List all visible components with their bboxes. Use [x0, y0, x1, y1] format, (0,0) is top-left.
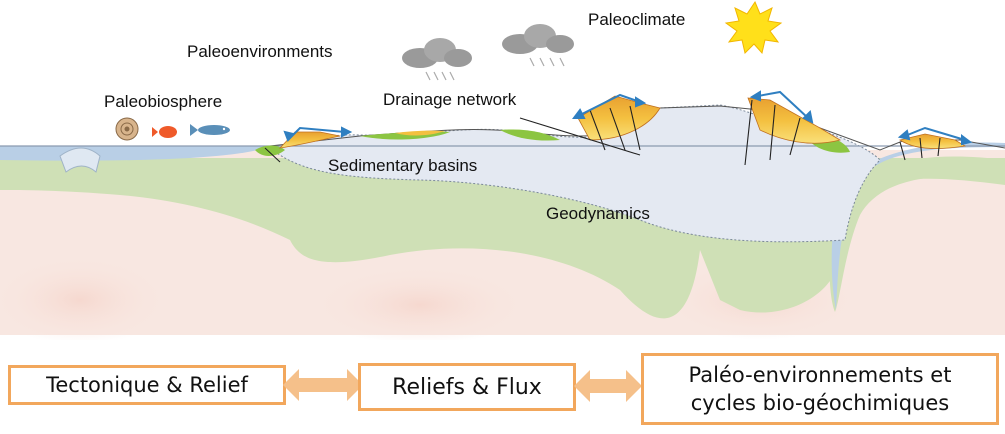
- sediment-fan: [395, 130, 445, 136]
- relief-left: [278, 131, 341, 149]
- relief-right: [747, 97, 842, 144]
- box-paleo-line-1: Paléo-environnements et: [688, 362, 952, 387]
- box-tectonique-relief: Tectonique & Relief: [8, 365, 286, 405]
- cloud-icon: [502, 24, 574, 67]
- ammonite-icon: [115, 117, 139, 141]
- box-reliefs-flux-label: Reliefs & Flux: [392, 374, 542, 400]
- geology-cross-section: [0, 0, 1005, 340]
- label-drainage-network: Drainage network: [383, 90, 517, 109]
- label-paleobiosphere: Paleobiosphere: [104, 92, 223, 111]
- fault-lines: [264, 99, 941, 166]
- fish-icon: [190, 124, 230, 136]
- mantle-blob: [310, 265, 530, 340]
- mantle-blob: [0, 255, 170, 340]
- sediment-fan: [255, 145, 285, 156]
- subducting-plate: [829, 156, 1005, 312]
- box-tectonique-relief-label: Tectonique & Relief: [46, 373, 248, 397]
- box-paleo-line-2: cycles bio-géochimiques: [690, 391, 950, 415]
- sun-icon: [724, 0, 783, 55]
- fish-icon: [152, 126, 177, 138]
- label-geodynamics: Geodynamics: [546, 204, 650, 223]
- box-reliefs-flux: Reliefs & Flux: [358, 363, 576, 411]
- erosion-arrows: [283, 90, 973, 146]
- label-sedimentary-basins: Sedimentary basins: [328, 156, 478, 175]
- ridge: [59, 147, 101, 173]
- box-paleo-environnements: Paléo-environnements et cycles bio-géoch…: [641, 353, 999, 425]
- double-arrow-right: [574, 370, 642, 402]
- label-paleoclimate: Paleoclimate: [588, 10, 686, 29]
- relief-far-right: [899, 133, 967, 149]
- relief-center: [577, 95, 661, 141]
- cloud-icon: [402, 38, 472, 81]
- sediment-fan: [500, 129, 560, 141]
- label-paleoenvironments: Paleoenvironments: [187, 42, 333, 61]
- double-arrow-left: [283, 369, 363, 401]
